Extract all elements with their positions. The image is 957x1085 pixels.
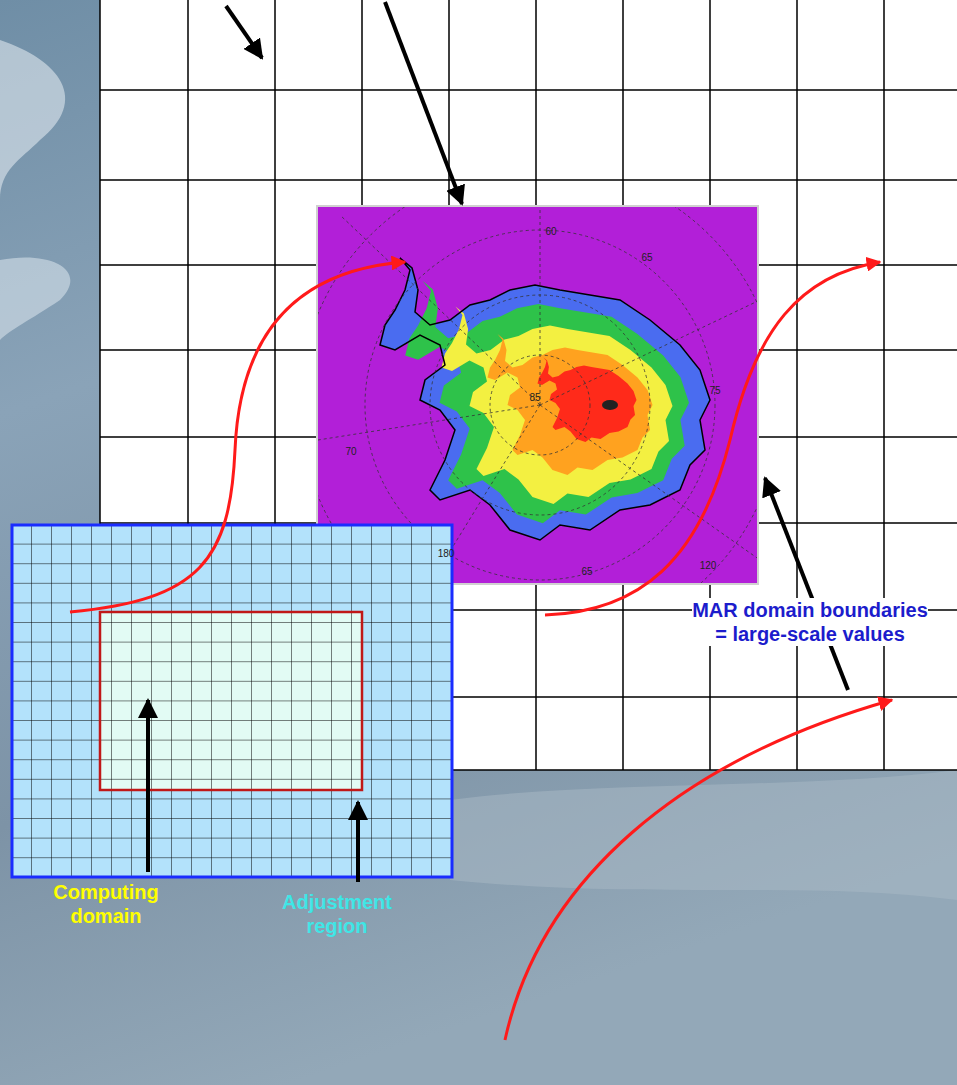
latitude-number: 75 <box>700 385 730 397</box>
computing-domain-label: Computing domain <box>36 880 176 928</box>
latitude-number: 60 <box>536 226 566 238</box>
longitude-number: 120 <box>690 560 726 572</box>
latitude-number: 85 <box>520 392 550 404</box>
adjustment-region-label: Adjustment region <box>262 890 412 938</box>
domain-boundary-label: MAR domain boundaries = large-scale valu… <box>692 598 928 646</box>
latitude-number: 65 <box>632 252 662 264</box>
longitude-number: 180 <box>428 548 464 560</box>
nesting-arrows <box>70 262 892 1040</box>
fine-grid <box>12 525 452 877</box>
leader-arrows <box>148 2 848 882</box>
latitude-number: 70 <box>336 446 366 458</box>
latitude-number: 65 <box>572 566 602 578</box>
